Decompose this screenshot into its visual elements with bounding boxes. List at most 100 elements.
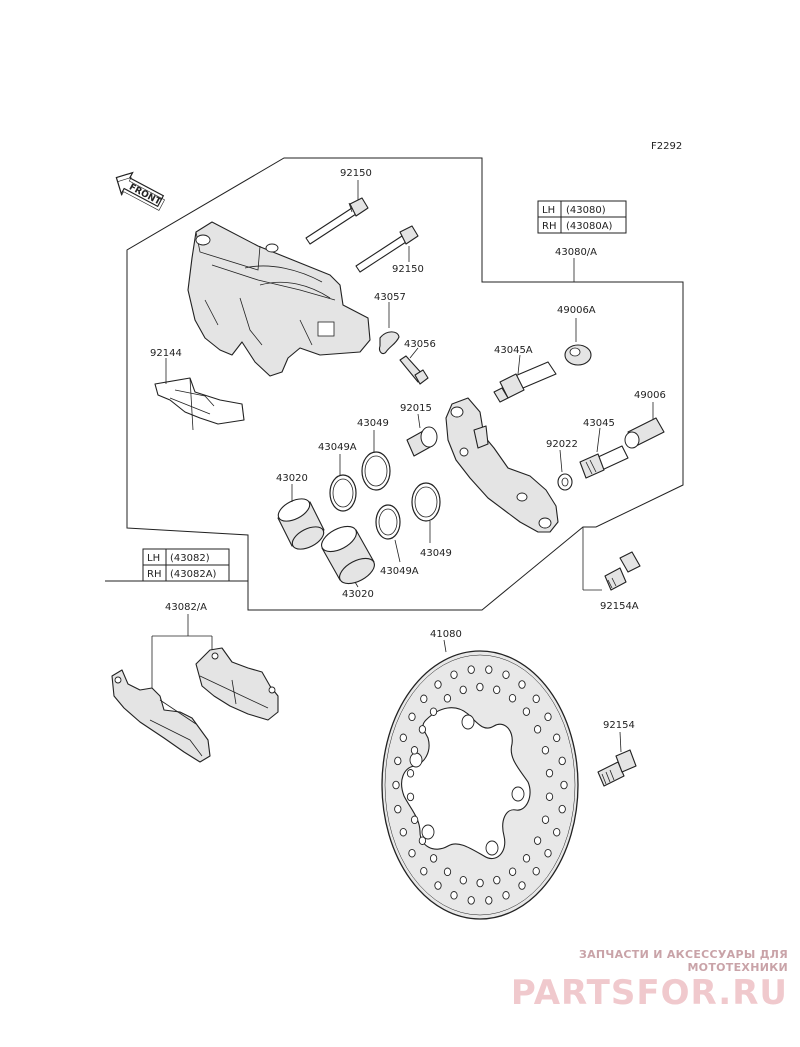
callout-43020-upper: 43020 [276,473,308,484]
disc-vent-hole [410,815,419,825]
brake-pad-right [195,647,279,721]
disc-vent-hole [408,712,416,722]
disc-vent-hole [420,694,428,704]
callout-92154A: 92154A [600,601,639,612]
seal-43049-lower [411,482,441,522]
seal-43049A-lower [375,504,401,540]
pads-rh-part: (43082A) [170,569,217,580]
disc-vent-hole [532,694,540,704]
disc-vent-hole [532,866,540,876]
disc-vent-hole [434,680,442,689]
disc-vent-hole [418,836,427,845]
watermark: ЗАПЧАСТИ И АКСЕССУАРЫ ДЛЯ МОТОТЕХНИКИ PA… [488,948,788,1012]
disc-vent-hole [502,670,510,679]
boot-49006A [564,318,592,366]
bracket-lh-label: LH [542,205,555,216]
disc-vent-hole [459,685,467,695]
bracket-rh-label: RH [542,221,556,232]
seal-leaders [291,430,431,588]
callout-43082A: 43082/A [165,602,207,613]
front-arrow-icon: FRONT [115,171,165,211]
disc-vent-hole [443,867,452,877]
bleeder-valve [399,347,429,385]
callout-92144: 92144 [150,348,182,359]
caliper-pin-upper [305,197,369,245]
disc-vent-hole [459,875,467,885]
disc-vent-hole [493,685,501,695]
bracket-pin-43045 [579,427,629,479]
caliper-assembly-frame [126,157,684,611]
callout-43080A: 43080/A [555,247,597,258]
pads-lh-label: LH [147,553,160,564]
callout-43045: 43045 [583,418,615,429]
callout-43049-upper: 43049 [357,418,389,429]
disc-vent-holes [392,665,568,905]
callout-43056: 43056 [404,339,436,350]
disc-vent-hole [533,725,542,734]
callout-92154: 92154 [603,720,635,731]
disc-vent-hole [553,827,561,837]
watermark-logo: PARTSFOR.RU [510,973,788,1013]
callout-43049-lower: 43049 [420,548,452,559]
disc-vent-hole [408,848,416,858]
disc-vent-hole [508,693,517,703]
disc-vent-hole [450,891,458,900]
disc-vent-hole [553,733,561,743]
disc-vent-hole [394,756,402,766]
disc-vent-hole [508,867,517,876]
callout-49006A: 49006A [557,305,596,316]
disc-vent-hole [399,733,407,743]
callout-92015: 92015 [400,403,432,414]
disc-vent-hole [443,694,452,703]
disc-vent-hole [560,780,568,790]
brake-pad-left [111,669,211,763]
callout-92150-top: 92150 [340,168,372,179]
pads-part-table: LH (43082) RH (43082A) [142,548,230,582]
disc-vent-hole [545,768,554,778]
bracket-pin-43045A [493,354,557,403]
disc-vent-hole [476,878,484,888]
disc-vent-hole [518,881,526,890]
callout-43045A: 43045A [494,345,533,356]
disc-vent-hole [399,827,407,837]
bracket-part-table: LH (43080) RH (43080A) [537,200,627,234]
callout-43049A-upper: 43049A [318,442,357,453]
disc-vent-hole [493,875,501,885]
boot-49006 [624,402,665,449]
pads-rh-label: RH [147,569,161,580]
caliper-body [187,221,371,377]
watermark-tagline: ЗАПЧАСТИ И АКСЕССУАРЫ ДЛЯ МОТОТЕХНИКИ [578,948,788,974]
figure-code: F2292 [651,141,682,152]
callout-43049A-lower: 43049A [380,566,419,577]
disc-vent-hole [502,891,510,900]
callout-41080: 41080 [430,629,462,640]
piston-lower [321,525,375,585]
brake-disc [381,639,579,920]
seal-43049A-upper [329,474,357,512]
caliper-pin-lower [355,225,419,273]
callout-43020-lower: 43020 [342,589,374,600]
caliper-bracket [445,397,559,533]
disc-vent-hole [429,854,438,863]
disc-vent-hole [485,665,493,674]
disc-vent-hole [420,866,428,876]
disc-vent-hole [541,815,550,824]
pads-lh-part: (43082) [170,553,210,564]
seal-43049-upper [361,451,391,491]
disc-vent-hole [518,680,526,689]
bleeder-cap [379,302,400,355]
disc-vent-hole [429,707,438,716]
disc-vent-hole [545,792,554,801]
piston-upper [277,498,325,550]
disc-vent-hole [467,665,475,674]
disc-vent-hole [467,896,475,905]
disc-vent-hole [558,804,566,814]
disc-vent-hole [418,725,427,734]
disc-vent-hole [544,848,552,858]
bracket-lh-part: (43080) [566,205,606,216]
washer-92022 [557,449,573,491]
callout-92150-bottom: 92150 [392,264,424,275]
callout-49006: 49006 [634,390,666,401]
bracket-sleeve [406,413,438,457]
